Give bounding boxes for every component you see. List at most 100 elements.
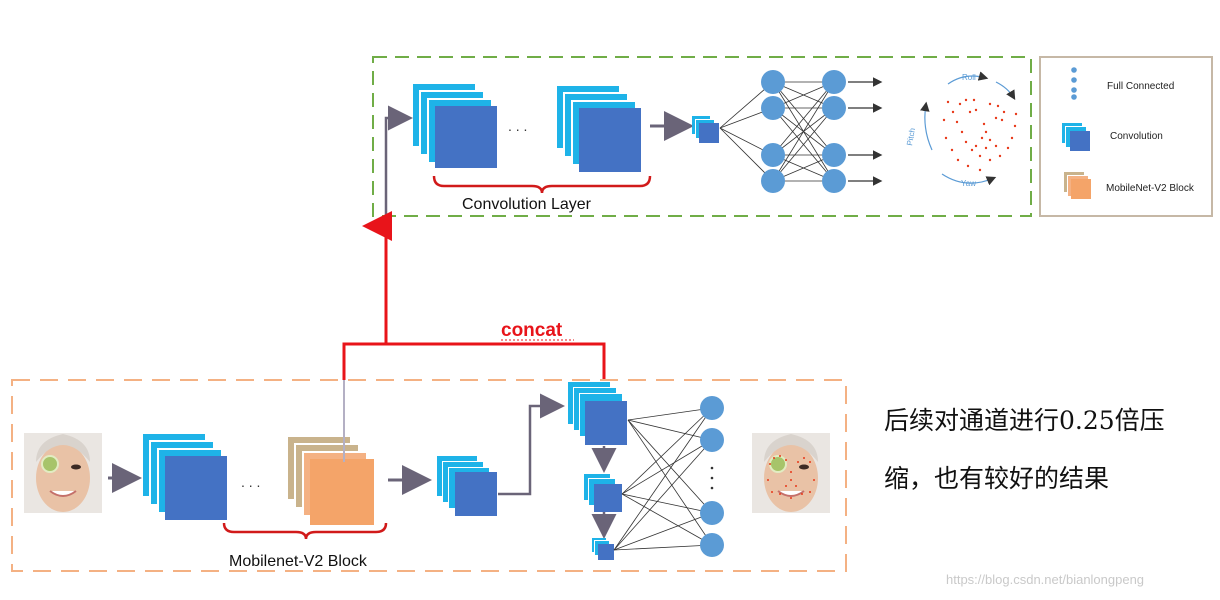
- landmark-dot: [960, 130, 964, 134]
- landmark-dot: [994, 116, 998, 120]
- landmark-dot: [970, 148, 974, 152]
- landmark-dot: [984, 130, 988, 134]
- legend-full-connected-label: Full Connected: [1107, 81, 1174, 92]
- landmark-dot: [785, 485, 787, 487]
- mobilenet-block-stack: [288, 437, 374, 525]
- landmark-dot: [795, 485, 797, 487]
- roll-label: Roll: [962, 73, 976, 82]
- landmark-dot: [1013, 124, 1017, 128]
- yaw-label: Yaw: [961, 179, 976, 188]
- compression-note-line-2: 缩，也有较好的结果: [884, 464, 1110, 493]
- landmark-dot: [988, 158, 992, 162]
- branch-conv-2: [584, 474, 622, 512]
- landmark-dot: [779, 455, 781, 457]
- landmark-dot: [988, 138, 992, 142]
- conv-stack-bottom-1: [143, 434, 227, 520]
- landmark-dot: [982, 122, 986, 126]
- compression-note: 后续对通道进行0.25倍压 缩，也有较好的结果: [884, 392, 1214, 508]
- mobilenet-block-brace: [222, 522, 388, 540]
- landmark-dot: [779, 493, 781, 495]
- landmark-dot: [771, 491, 773, 493]
- landmark-dot: [956, 158, 960, 162]
- landmark-dot: [1014, 112, 1018, 116]
- landmark-dot: [988, 102, 992, 106]
- watermark: https://blog.csdn.net/bianlongpeng: [946, 572, 1145, 587]
- legend-full-connected-icon: [1071, 67, 1077, 100]
- fc-network-bottom: [613, 407, 713, 551]
- small-conv-top: [692, 116, 719, 143]
- landmark-dot: [809, 491, 811, 493]
- landmark-dot: [966, 164, 970, 168]
- landmark-dot: [813, 479, 815, 481]
- legend-convolution-label: Convolution: [1110, 131, 1163, 142]
- landmark-dot: [996, 104, 1000, 108]
- landmark-dot: [785, 459, 787, 461]
- landmark-dot: [950, 148, 954, 152]
- legend-convolution-icon: [1062, 123, 1090, 151]
- face-landmark-points: [942, 98, 1018, 172]
- landmark-dot: [809, 461, 811, 463]
- output-face-landmarks: [767, 455, 815, 499]
- landmark-dot: [801, 493, 803, 495]
- concat-connector: [342, 342, 606, 380]
- input-face-image: [24, 433, 102, 513]
- landmark-dot: [767, 479, 769, 481]
- branch-conv-3: [592, 538, 614, 560]
- concat-label: concat: [501, 320, 563, 341]
- legend-mobilenet-icon: [1064, 172, 1091, 199]
- convolution-layer-label: Convolution Layer: [462, 196, 592, 213]
- top-entry-arrow: [384, 105, 413, 216]
- ellipsis-bottom: . . .: [241, 474, 260, 490]
- legend-frame: [1039, 56, 1213, 217]
- landmark-dot: [946, 100, 950, 104]
- landmark-dot: [974, 108, 978, 112]
- landmark-dot: [1000, 118, 1004, 122]
- legend-mobilenet-label: MobileNet-V2 Block: [1106, 183, 1195, 194]
- arrow-to-branch-conv: [498, 393, 565, 496]
- landmark-dot: [978, 168, 982, 172]
- landmark-dot: [1006, 146, 1010, 150]
- fc-ellipsis-bottom: [710, 466, 714, 490]
- fc-output-arrows-top: [848, 77, 883, 186]
- landmark-dot: [942, 118, 946, 122]
- landmark-dot: [1002, 110, 1006, 114]
- convolution-layer-brace: [432, 175, 652, 194]
- fc-nodes-top: [761, 70, 846, 193]
- fc-nodes-bottom: [700, 396, 724, 557]
- conv-stack-bottom-2: [437, 456, 497, 516]
- landmark-dot: [773, 457, 775, 459]
- landmark-dot: [790, 479, 792, 481]
- landmark-dot: [951, 110, 955, 114]
- branch-conv-1: [568, 382, 627, 445]
- landmark-dot: [803, 457, 805, 459]
- landmark-dot: [955, 120, 959, 124]
- compression-note-line-1: 后续对通道进行0.25倍压: [884, 406, 1165, 435]
- landmark-dot: [968, 110, 972, 114]
- bottom-section-frame: [11, 379, 847, 572]
- output-face-image: [752, 433, 830, 513]
- landmark-dot: [944, 136, 948, 140]
- landmark-dot: [797, 461, 799, 463]
- landmark-dot: [994, 144, 998, 148]
- landmark-dot: [790, 471, 792, 473]
- landmark-dot: [974, 144, 978, 148]
- landmark-dot: [978, 154, 982, 158]
- landmark-dot: [984, 146, 988, 150]
- conv-stack-top-1: [413, 84, 497, 168]
- ellipsis-top: . . .: [508, 118, 527, 134]
- landmark-dot: [1010, 136, 1014, 140]
- landmark-dot: [769, 463, 771, 465]
- landmark-dot: [790, 497, 792, 499]
- landmark-dot: [998, 154, 1002, 158]
- landmark-dot: [980, 136, 984, 140]
- landmark-dot: [964, 98, 968, 102]
- top-section-frame: [372, 56, 1032, 217]
- head-pose-figure: Roll Pitch Yaw: [905, 71, 1018, 188]
- conv-stack-top-2: [557, 86, 641, 172]
- landmark-dot: [972, 98, 976, 102]
- landmark-dot: [958, 102, 962, 106]
- pitch-label: Pitch: [905, 127, 917, 146]
- mobilenet-block-label: Mobilenet-V2 Block: [229, 553, 368, 570]
- landmark-dot: [964, 140, 968, 144]
